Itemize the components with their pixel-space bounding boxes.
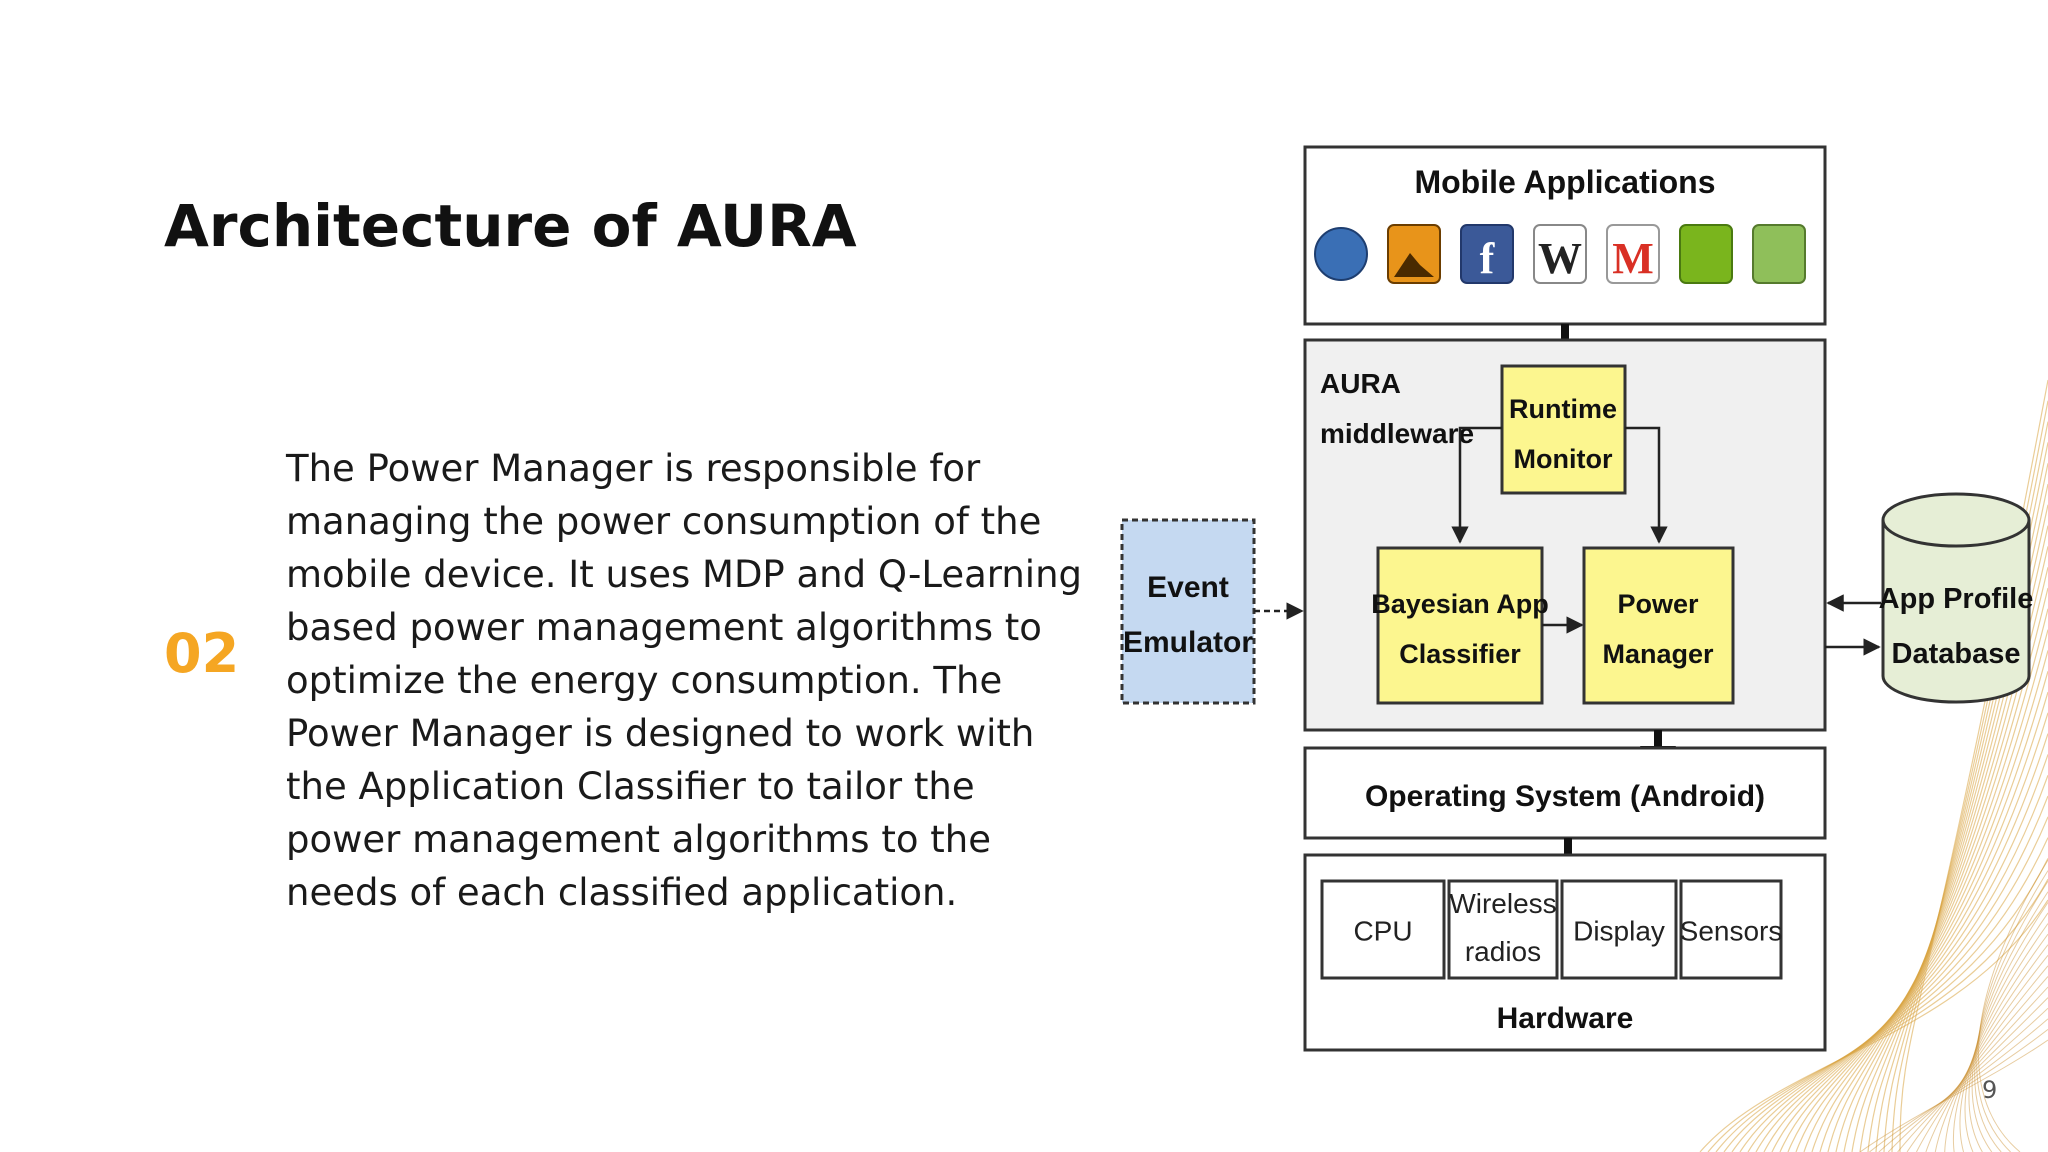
hardware-component-3: Sensors — [1679, 879, 1783, 980]
wave-line — [1934, 954, 2048, 1152]
hardware-component-2: Display — [1560, 879, 1678, 980]
app-profile-database: App Profile Database — [1879, 492, 2034, 704]
hardware-layer: CPU Wireless radios Display Sensors Hardware — [1303, 853, 1827, 1052]
middleware-label-line2: middleware — [1320, 418, 1474, 449]
hardware-component-label: radios — [1465, 936, 1541, 967]
wave-line — [1851, 504, 2048, 1152]
market-icon — [1752, 224, 1806, 284]
wave-line — [1819, 587, 2048, 1152]
wave-line — [1952, 933, 2048, 1152]
hardware-component-0: CPU — [1320, 879, 1446, 980]
middleware-label-line1: AURA — [1320, 368, 1401, 399]
arrow-monitor-to-power-manager — [1625, 426, 1668, 544]
power-manager-label-1: Power — [1617, 589, 1699, 619]
app-profile-db-label-2: Database — [1892, 638, 2021, 670]
chat-icon — [1679, 224, 1733, 284]
page-number: 9 — [1982, 1076, 1998, 1104]
wave-line — [1944, 944, 2048, 1152]
body-text: The Power Manager is responsible for man… — [286, 447, 1083, 914]
wave-line — [1968, 902, 2048, 1152]
wave-line — [1827, 567, 2048, 1152]
event-emulator: Event Emulator — [1120, 518, 1256, 705]
gmail-icon-glyph: M — [1612, 234, 1654, 283]
aura-middleware-layer: AURA middleware Runtime Monitor Bayesian… — [1303, 338, 1827, 732]
operating-system-layer: Operating System (Android) — [1303, 746, 1827, 840]
globe-icon — [1314, 227, 1368, 281]
wave-line — [1971, 891, 2048, 1152]
slide-title: Architecture of AURA — [164, 192, 857, 260]
wave-line — [1835, 546, 2048, 1152]
wave-line — [1859, 1039, 2048, 1152]
wave-line — [1906, 986, 2048, 1152]
arrow-monitor-to-classifier — [1451, 426, 1502, 544]
wave-line — [1964, 912, 2048, 1152]
bayesian-classifier-label-2: Classifier — [1399, 639, 1521, 669]
runtime-monitor-label-1: Runtime — [1509, 394, 1617, 424]
wave-line — [1843, 525, 2048, 1152]
wave-line — [1897, 997, 2048, 1152]
bayesian-classifier-label-1: Bayesian App — [1371, 589, 1549, 619]
item-number: 02 — [164, 622, 240, 685]
hardware-label: Hardware — [1497, 1002, 1634, 1035]
power-manager-box — [1582, 546, 1735, 705]
wikipedia-icon: W — [1533, 224, 1587, 284]
app-profile-db-label-1: App Profile — [1879, 583, 2034, 615]
runtime-monitor-label-2: Monitor — [1514, 444, 1613, 474]
gmail-icon: M — [1606, 224, 1660, 284]
wave-line — [1974, 880, 2048, 1152]
bayesian-classifier-box — [1376, 546, 1544, 705]
wikipedia-icon-glyph: W — [1538, 234, 1582, 283]
hardware-component-label: Wireless — [1449, 888, 1556, 919]
runtime-monitor-box — [1500, 364, 1627, 495]
wave-line — [1869, 1029, 2048, 1152]
hardware-component-label: Display — [1573, 916, 1665, 947]
event-emulator-label-2: Emulator — [1123, 626, 1253, 659]
photo-icon — [1387, 224, 1441, 284]
wave-line — [1878, 1018, 2048, 1152]
power-manager-label-2: Manager — [1602, 639, 1714, 669]
hardware-component-label: CPU — [1353, 916, 1412, 947]
wave-line — [1959, 923, 2048, 1152]
wave-line — [1976, 870, 2048, 1152]
facebook-icon-glyph: f — [1480, 234, 1496, 283]
wave-line — [1977, 859, 2048, 1152]
wave-line — [1916, 976, 2048, 1152]
hardware-component-label: Sensors — [1680, 916, 1783, 947]
wave-line — [1925, 965, 2048, 1152]
mobile-applications-label: Mobile Applications — [1414, 164, 1715, 200]
event-emulator-label-1: Event — [1147, 571, 1229, 604]
hardware-components: CPU Wireless radios Display Sensors — [1320, 879, 1783, 980]
wave-line — [1887, 1007, 2048, 1152]
operating-system-label: Operating System (Android) — [1365, 780, 1765, 813]
facebook-icon: f — [1460, 224, 1514, 284]
hardware-component-1: Wireless radios — [1447, 879, 1559, 980]
